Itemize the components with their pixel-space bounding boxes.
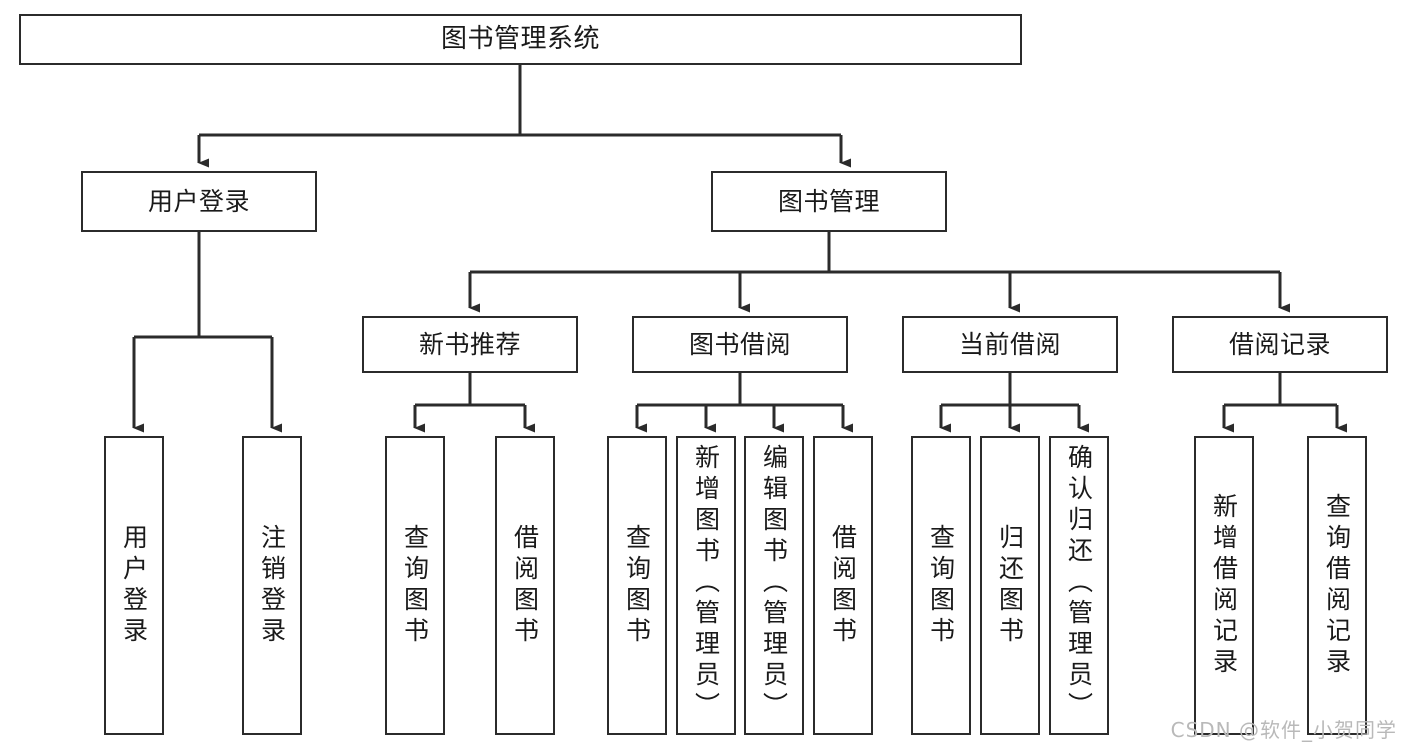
node-book-management[interactable]: 图书管理 <box>711 171 947 232</box>
node-leaf-record-query-record[interactable]: 查询借阅记录 <box>1307 436 1367 735</box>
node-leaf-record-add-record[interactable]: 新增借阅记录 <box>1194 436 1254 735</box>
node-leaf-current-confirm-return-label: 确认归还（管理员） <box>1064 444 1094 723</box>
node-leaf-record-query-record-label: 查询借阅记录 <box>1322 492 1352 679</box>
node-borrow-record[interactable]: 借阅记录 <box>1172 316 1388 373</box>
node-leaf-logout-label: 注销登录 <box>257 523 287 648</box>
node-borrow-record-label: 借阅记录 <box>1228 329 1331 359</box>
node-root-system[interactable]: 图书管理系统 <box>19 14 1022 65</box>
node-leaf-user-login-label: 用户登录 <box>119 523 149 648</box>
node-current-borrow[interactable]: 当前借阅 <box>902 316 1118 373</box>
node-leaf-newbook-borrow-book[interactable]: 借阅图书 <box>495 436 555 735</box>
node-leaf-borrow-add-book-label: 新增图书（管理员） <box>691 444 721 723</box>
node-leaf-record-add-record-label: 新增借阅记录 <box>1209 492 1239 679</box>
node-leaf-borrow-borrow-book-label: 借阅图书 <box>828 523 858 648</box>
node-leaf-newbook-query-book[interactable]: 查询图书 <box>385 436 445 735</box>
node-user-login-label: 用户登录 <box>147 186 250 216</box>
node-leaf-current-return-book[interactable]: 归还图书 <box>980 436 1040 735</box>
node-leaf-borrow-add-book[interactable]: 新增图书（管理员） <box>676 436 736 735</box>
node-user-login[interactable]: 用户登录 <box>81 171 317 232</box>
node-current-borrow-label: 当前借阅 <box>958 329 1061 359</box>
node-leaf-current-confirm-return[interactable]: 确认归还（管理员） <box>1049 436 1109 735</box>
node-book-borrow[interactable]: 图书借阅 <box>632 316 848 373</box>
node-leaf-borrow-borrow-book[interactable]: 借阅图书 <box>813 436 873 735</box>
watermark-text: CSDN @软件_小贺同学 <box>1170 718 1397 742</box>
node-leaf-newbook-borrow-book-label: 借阅图书 <box>510 523 540 648</box>
node-leaf-user-login[interactable]: 用户登录 <box>104 436 164 735</box>
node-leaf-borrow-query-book[interactable]: 查询图书 <box>607 436 667 735</box>
node-leaf-logout[interactable]: 注销登录 <box>242 436 302 735</box>
node-leaf-current-return-book-label: 归还图书 <box>995 523 1025 648</box>
node-leaf-current-query-book[interactable]: 查询图书 <box>911 436 971 735</box>
node-book-borrow-label: 图书借阅 <box>688 329 791 359</box>
node-leaf-borrow-edit-book[interactable]: 编辑图书（管理员） <box>744 436 804 735</box>
node-new-book-recommend[interactable]: 新书推荐 <box>362 316 578 373</box>
node-leaf-newbook-query-book-label: 查询图书 <box>400 523 430 648</box>
node-root-system-label: 图书管理系统 <box>440 24 600 55</box>
node-leaf-borrow-query-book-label: 查询图书 <box>622 523 652 648</box>
node-book-management-label: 图书管理 <box>777 186 880 216</box>
node-leaf-borrow-edit-book-label: 编辑图书（管理员） <box>759 444 789 723</box>
node-leaf-current-query-book-label: 查询图书 <box>926 523 956 648</box>
node-new-book-recommend-label: 新书推荐 <box>418 329 521 359</box>
